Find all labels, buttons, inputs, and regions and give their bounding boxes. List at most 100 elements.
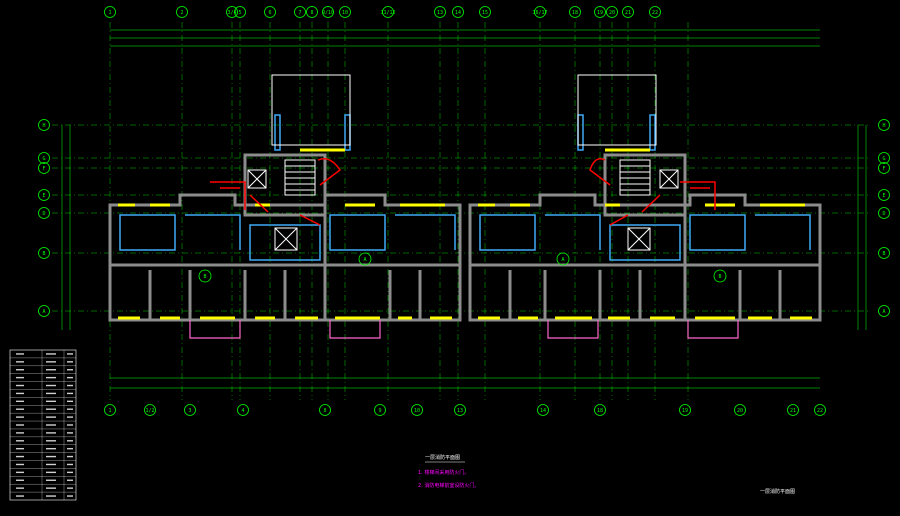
bottom-axis-bubble-label: 9 bbox=[378, 408, 381, 414]
bottom-axis-bubble-label: 20 bbox=[737, 408, 743, 414]
top-axis-bubble-label: 1 bbox=[108, 10, 111, 16]
top-axis-bubble-label: 8 bbox=[310, 10, 313, 16]
left-axis-bubble-label: D bbox=[42, 211, 45, 217]
svg-text:A: A bbox=[561, 257, 564, 263]
top-axis-bubble: 10 bbox=[339, 6, 351, 18]
right-axis-bubble-label: H bbox=[882, 123, 885, 129]
bottom-axis-bubble-label: 22 bbox=[817, 408, 823, 414]
unit-type-marks: B A A B bbox=[198, 252, 727, 283]
bottom-axis-bubble: 20 bbox=[734, 404, 746, 416]
top-axis-bubble-label: 2 bbox=[180, 10, 183, 16]
left-axis-bubble-label: E bbox=[42, 193, 45, 199]
top-axis-bubble-label: 20 bbox=[609, 10, 615, 16]
bottom-axis-bubble-label: 8 bbox=[323, 408, 326, 414]
right-axis-bubble: D bbox=[878, 207, 890, 219]
top-axis-bubble-label: 22 bbox=[652, 10, 658, 16]
bottom-axis-bubble: 3 bbox=[184, 404, 196, 416]
top-axis-bubble: 8 bbox=[306, 6, 318, 18]
plan-title: 一层消防平面图 bbox=[425, 454, 460, 461]
left-axis-bubble: G bbox=[38, 152, 50, 164]
bottom-axis-bubble: 21 bbox=[787, 404, 799, 416]
right-axis-bubble-label: A bbox=[882, 309, 885, 315]
top-axis-bubble-label: 18 bbox=[572, 10, 578, 16]
windows bbox=[118, 148, 812, 320]
note-item-1: 1. 楼梯间采用防火门。 bbox=[418, 469, 469, 476]
bottom-axis-bubble: 1 bbox=[104, 404, 116, 416]
right-axis-bubble: B bbox=[878, 247, 890, 259]
top-axis-bubble: 20 bbox=[606, 6, 618, 18]
building-walls bbox=[108, 153, 822, 322]
bottom-axis-bubble: 19 bbox=[679, 404, 691, 416]
unit-mark: B bbox=[198, 269, 212, 283]
top-axis-bubble-label: 13 bbox=[437, 10, 443, 16]
top-axis-bubble-label: 21 bbox=[625, 10, 631, 16]
top-axis-bubble-label: 7 bbox=[298, 10, 301, 16]
bottom-axis-bubble-label: 21 bbox=[790, 408, 796, 414]
right-axis-bubble: A bbox=[878, 305, 890, 317]
bottom-axis-bubble: 8 bbox=[319, 404, 331, 416]
top-axis-bubble: 18 bbox=[569, 6, 581, 18]
unit-mark: A bbox=[556, 252, 570, 266]
left-axis-bubble: B bbox=[38, 247, 50, 259]
top-axis-bubble: 3/4 bbox=[226, 6, 238, 18]
top-axis-bubble-label: 5 bbox=[238, 10, 241, 16]
top-axis-bubble: 6 bbox=[264, 6, 276, 18]
top-axis-bubble: 1 bbox=[104, 6, 116, 18]
right-axis-bubble-label: F bbox=[882, 166, 885, 172]
top-axis-bubble: 2 bbox=[176, 6, 188, 18]
top-axis-bubble-label: 16/17 bbox=[532, 10, 547, 16]
top-axis-bubble: 7 bbox=[294, 6, 306, 18]
dimension-lines bbox=[61, 29, 867, 389]
fire-evacuation-route bbox=[210, 158, 716, 226]
top-axis-bubble-label: 3/4 bbox=[227, 10, 236, 16]
top-axis-bubble: 9/10 bbox=[322, 6, 334, 18]
floor-legend-table bbox=[9, 349, 77, 501]
bottom-axis-bubble: 14 bbox=[537, 404, 549, 416]
top-axis-bubble: 11/12 bbox=[380, 6, 396, 18]
top-axis-bubble-label: 19 bbox=[597, 10, 603, 16]
bottom-axis-bubble: 4 bbox=[237, 404, 249, 416]
left-axis-bubble-label: F bbox=[42, 166, 45, 172]
stair-cores bbox=[247, 74, 679, 251]
right-axis-bubbles: H GF E D B A bbox=[878, 119, 890, 317]
svg-text:B: B bbox=[718, 274, 721, 280]
right-axis-bubble-label: G bbox=[882, 156, 885, 162]
top-axis-bubble-label: 14 bbox=[455, 10, 461, 16]
drawing-notes: 一层消防平面图 1. 楼梯间采用防火门。 2. 消防电梯前室设防火门。 一层消防… bbox=[418, 454, 795, 495]
right-axis-bubble: G bbox=[878, 152, 890, 164]
right-axis-bubble-label: D bbox=[882, 211, 885, 217]
balconies bbox=[189, 320, 739, 339]
top-axis-bubble-label: 10 bbox=[342, 10, 348, 16]
bottom-axis-bubble-label: 1 bbox=[108, 408, 111, 414]
bottom-axis-bubble: 9 bbox=[374, 404, 386, 416]
left-axis-bubble: F bbox=[38, 162, 50, 174]
left-axis-bubble: A bbox=[38, 305, 50, 317]
right-axis-bubble: H bbox=[878, 119, 890, 131]
bottom-axis-bubble-label: 14 bbox=[540, 408, 546, 414]
right-axis-bubble: E bbox=[878, 189, 890, 201]
top-axis-bubble-label: 9/10 bbox=[322, 10, 334, 16]
right-caption: 一层消防平面图 bbox=[760, 488, 795, 495]
right-axis-bubble-label: B bbox=[882, 251, 885, 257]
top-axis-bubble: 19 bbox=[594, 6, 606, 18]
top-axis-bubble: 14 bbox=[452, 6, 464, 18]
interior-partitions bbox=[119, 114, 811, 261]
bottom-axis-bubble: 22 bbox=[814, 404, 826, 416]
top-axis-bubble: 16/17 bbox=[532, 6, 548, 18]
bottom-axis-bubble: 10 bbox=[411, 404, 423, 416]
bottom-axis-bubble-label: 19 bbox=[682, 408, 688, 414]
bottom-axis-bubble-label: 4 bbox=[241, 408, 244, 414]
left-axis-bubble: D bbox=[38, 207, 50, 219]
bottom-axis-bubble-label: 18 bbox=[597, 408, 603, 414]
bottom-axis-bubble: 13 bbox=[454, 404, 466, 416]
top-axis-bubble: 13 bbox=[434, 6, 446, 18]
bottom-axis-bubble: 18 bbox=[594, 404, 606, 416]
left-axis-bubble: E bbox=[38, 189, 50, 201]
bottom-axis-bubble-label: 13 bbox=[457, 408, 463, 414]
unit-mark: A bbox=[358, 252, 372, 266]
top-axis-bubble: 5 bbox=[234, 6, 246, 18]
